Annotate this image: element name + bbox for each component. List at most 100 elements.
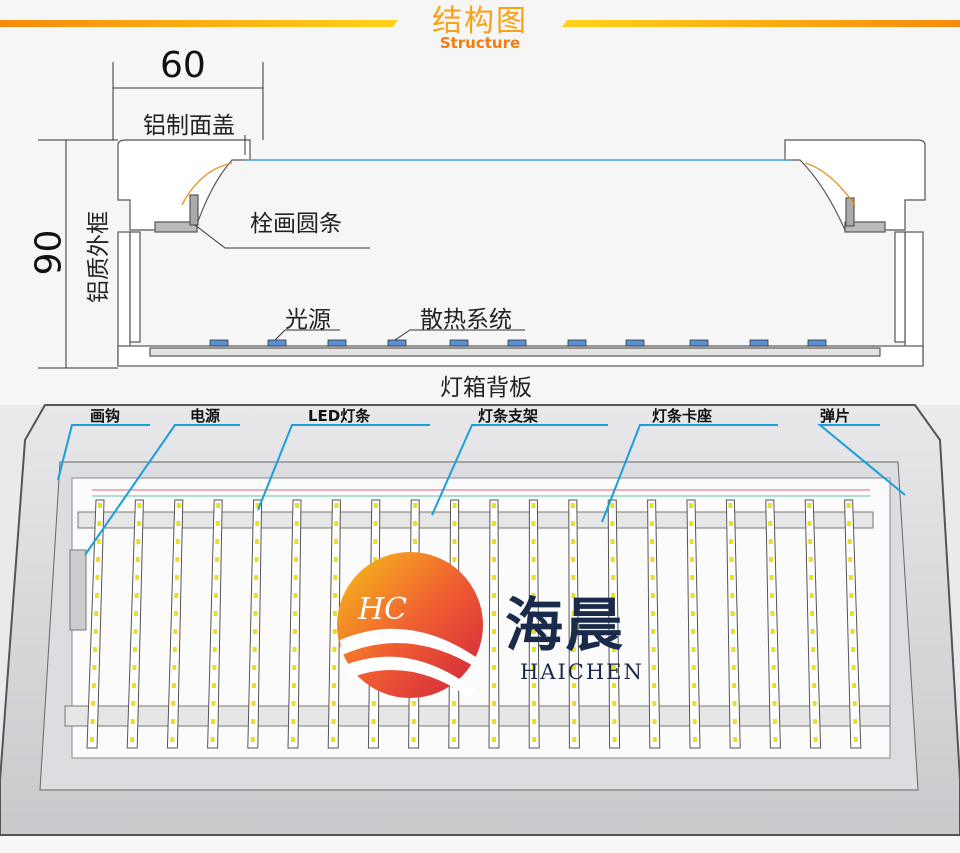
led-chip [852,701,857,706]
led-chip [211,701,216,706]
led-chip [212,665,217,670]
led-chip [733,737,738,742]
led-chip [452,521,457,526]
height-dimension-label: 90 [28,229,70,276]
led-chip [610,575,615,580]
led-chip [93,629,98,634]
led-chip [332,629,337,634]
led-chip [570,503,575,508]
led-chip [133,629,138,634]
led-chip [809,575,814,580]
led-chip [691,665,696,670]
led-chip [531,611,536,616]
led-chip [571,539,576,544]
led-chip [96,539,101,544]
led-chip [331,701,336,706]
led-chip [571,593,576,598]
led-chip [532,701,537,706]
led-chip [650,593,655,598]
led-chip [170,719,175,724]
led-chip [452,539,457,544]
led-chip [612,683,617,688]
led-chip [652,737,657,742]
led-chip [254,557,259,562]
led-chip [411,701,416,706]
header-bar-left [0,20,398,27]
led-chip [612,719,617,724]
led-chip [652,683,657,688]
led-chip [412,539,417,544]
led-chip [332,665,337,670]
led-chip [253,629,258,634]
led-chip [611,665,616,670]
led-chip [215,521,220,526]
led-chip [847,539,852,544]
led-chip [293,593,298,598]
led-chip [571,611,576,616]
led-chip [652,701,657,706]
led-chip [216,503,221,508]
led-chip [174,593,179,598]
led-chip [333,575,338,580]
led-chip [846,503,851,508]
led-chip [451,737,456,742]
led-chip [136,521,141,526]
label-light-source: 光源 [285,307,331,333]
led-chip [295,503,299,508]
led-chip [331,719,336,724]
led-chip [689,521,694,526]
led-chip [532,719,537,724]
led-chip [373,521,378,526]
led-chip [294,539,299,544]
led-chip [411,737,416,742]
led-chip [371,719,376,724]
led-chip [612,737,617,742]
led-chip [571,629,576,634]
led-chip [572,719,577,724]
led-chip [255,521,260,526]
led-chip [291,683,296,688]
led-chip [773,737,778,742]
label-frame: 铝质外框 [86,211,112,303]
led-chip [772,701,777,706]
led-chip [853,737,858,742]
led-chip [651,629,656,634]
led-chip [492,665,496,670]
led-chip [413,503,418,508]
led-chip [610,521,615,526]
led-chip [253,611,258,616]
led-chip [531,665,536,670]
led-chip [531,503,536,508]
led-chip [214,593,219,598]
led-chip [452,557,457,562]
led-chip [650,557,655,562]
led-chip [214,575,219,580]
led-chip [331,683,336,688]
led-chip [333,557,338,562]
led-chip [649,503,654,508]
led-chip [452,503,457,508]
led-chip [213,611,218,616]
led-chip [92,665,97,670]
led-chip [571,647,576,652]
led-chip [91,683,96,688]
led-chip [531,557,536,562]
led-chip [807,521,812,526]
led-chip [851,665,856,670]
led-chip [172,647,177,652]
led-chip [136,539,141,544]
led-chip [729,575,734,580]
led-chip [692,701,697,706]
led-chip [173,629,178,634]
led-chip [691,629,696,634]
light-sources [209,339,827,347]
led-chip [610,539,615,544]
led-chip [91,701,96,706]
label-led-strip: LED灯条 [308,407,371,425]
led-chip [771,665,776,670]
led-chip [610,557,615,562]
led-chip [492,575,496,580]
led-chip [692,683,697,688]
height-dimension [38,139,118,369]
